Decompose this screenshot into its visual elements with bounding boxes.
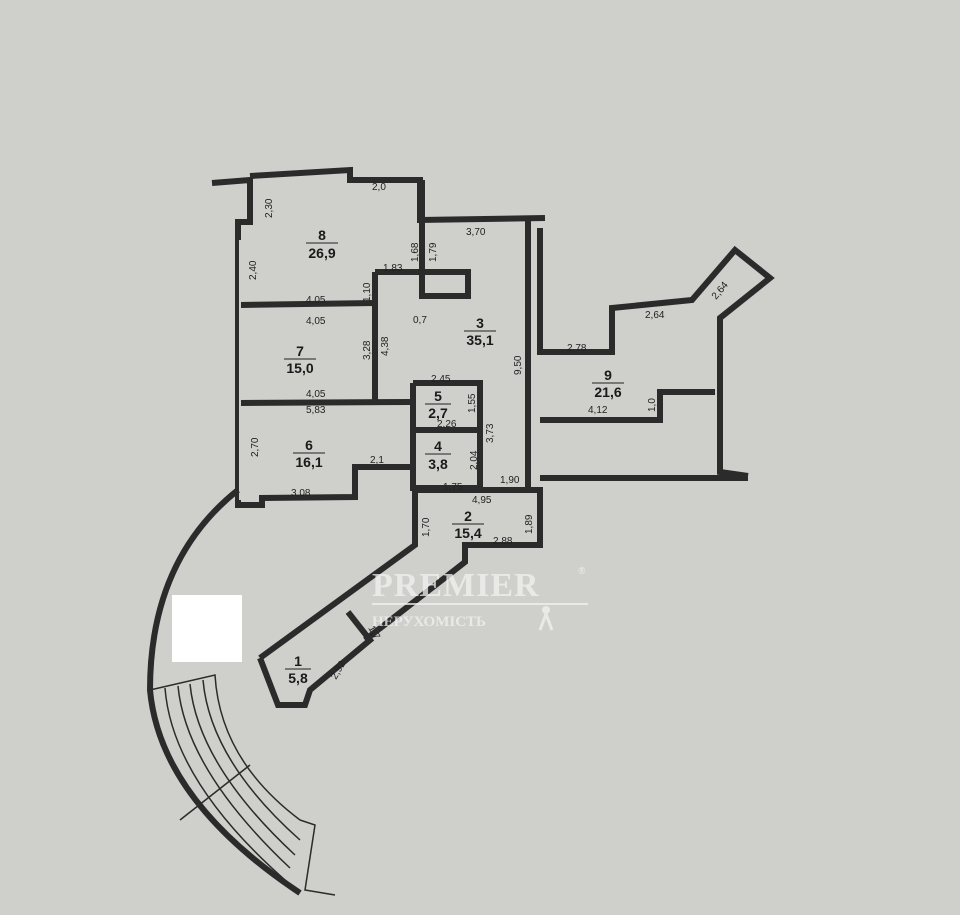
- svg-text:1,89: 1,89: [524, 514, 535, 534]
- svg-text:9,50: 9,50: [513, 355, 524, 375]
- svg-text:2,78: 2,78: [567, 343, 587, 354]
- svg-text:1,10: 1,10: [362, 282, 373, 302]
- svg-text:4,05: 4,05: [306, 295, 326, 306]
- svg-text:5,8: 5,8: [288, 670, 308, 686]
- svg-text:2,64: 2,64: [645, 310, 665, 321]
- room-9: 921,6: [592, 367, 624, 400]
- svg-text:7: 7: [296, 343, 304, 359]
- svg-text:15,0: 15,0: [286, 360, 313, 376]
- room-5: 52,7: [425, 388, 451, 421]
- room-labels: 15,8 215,4 335,1 43,8 52,7 616,1 715,0 8…: [284, 227, 624, 686]
- svg-text:1,79: 1,79: [428, 242, 439, 262]
- svg-text:4,12: 4,12: [588, 405, 608, 416]
- svg-text:26,9: 26,9: [308, 245, 335, 261]
- svg-text:2,64: 2,64: [710, 280, 731, 302]
- svg-text:3,73: 3,73: [485, 423, 496, 443]
- svg-text:2,45: 2,45: [431, 374, 451, 385]
- svg-text:4,05: 4,05: [306, 389, 326, 400]
- svg-text:15,4: 15,4: [454, 525, 481, 541]
- svg-text:5: 5: [434, 388, 442, 404]
- svg-text:3,28: 3,28: [362, 340, 373, 360]
- svg-text:НЕРУХОМІСТЬ: НЕРУХОМІСТЬ: [372, 614, 486, 630]
- svg-text:2: 2: [464, 508, 472, 524]
- svg-text:1,75: 1,75: [443, 482, 463, 493]
- svg-text:2,30: 2,30: [264, 198, 275, 218]
- walls: [211, 166, 775, 708]
- svg-text:1,83: 1,83: [383, 263, 403, 274]
- room-8: 826,9: [306, 227, 338, 261]
- svg-text:16,1: 16,1: [295, 454, 322, 470]
- svg-text:PREMIER: PREMIER: [372, 567, 540, 604]
- svg-text:3,08: 3,08: [291, 488, 311, 499]
- room-2: 215,4: [452, 508, 484, 541]
- svg-text:1,0: 1,0: [647, 398, 658, 412]
- svg-text:6: 6: [305, 437, 313, 453]
- svg-text:9: 9: [604, 367, 612, 383]
- room-1: 15,8: [285, 653, 311, 686]
- svg-text:5,83: 5,83: [306, 405, 326, 416]
- svg-text:1,70: 1,70: [421, 517, 432, 537]
- svg-text:2,40: 2,40: [248, 260, 259, 280]
- svg-text:2,70: 2,70: [250, 437, 261, 457]
- svg-text:1,55: 1,55: [467, 393, 478, 413]
- svg-text:2,0: 2,0: [372, 182, 386, 193]
- svg-text:®: ®: [578, 566, 586, 577]
- svg-text:21,6: 21,6: [594, 384, 621, 400]
- svg-text:4,38: 4,38: [380, 336, 391, 356]
- room-6: 616,1: [293, 437, 325, 470]
- room-4: 43,8: [425, 438, 451, 472]
- redaction-box: [172, 595, 242, 662]
- watermark-logo: PREMIER ® НЕРУХОМІСТЬ: [372, 566, 588, 631]
- svg-text:0,7: 0,7: [413, 315, 427, 326]
- svg-text:2,7: 2,7: [428, 405, 448, 421]
- room-3: 335,1: [464, 315, 496, 348]
- svg-text:1: 1: [294, 653, 302, 669]
- svg-text:4,05: 4,05: [306, 316, 326, 327]
- svg-text:3,8: 3,8: [428, 456, 448, 472]
- room-7: 715,0: [284, 343, 316, 376]
- svg-text:3,70: 3,70: [466, 227, 486, 238]
- svg-text:2,1: 2,1: [370, 455, 384, 466]
- svg-text:4: 4: [434, 438, 442, 454]
- svg-text:4,95: 4,95: [472, 495, 492, 506]
- stairs: [146, 487, 336, 896]
- dimension-labels: 2,30 2,0 3,70 1,68 1,79 2,40 1,83 1,10 4…: [248, 182, 731, 682]
- svg-text:1,68: 1,68: [410, 242, 421, 262]
- svg-text:2,88: 2,88: [493, 536, 513, 547]
- svg-text:2,04: 2,04: [469, 450, 480, 470]
- svg-text:35,1: 35,1: [466, 332, 493, 348]
- svg-text:3: 3: [476, 315, 484, 331]
- svg-text:2,26: 2,26: [437, 419, 457, 430]
- svg-text:1,90: 1,90: [500, 475, 520, 486]
- svg-text:8: 8: [318, 227, 326, 243]
- person-icon: [538, 606, 554, 631]
